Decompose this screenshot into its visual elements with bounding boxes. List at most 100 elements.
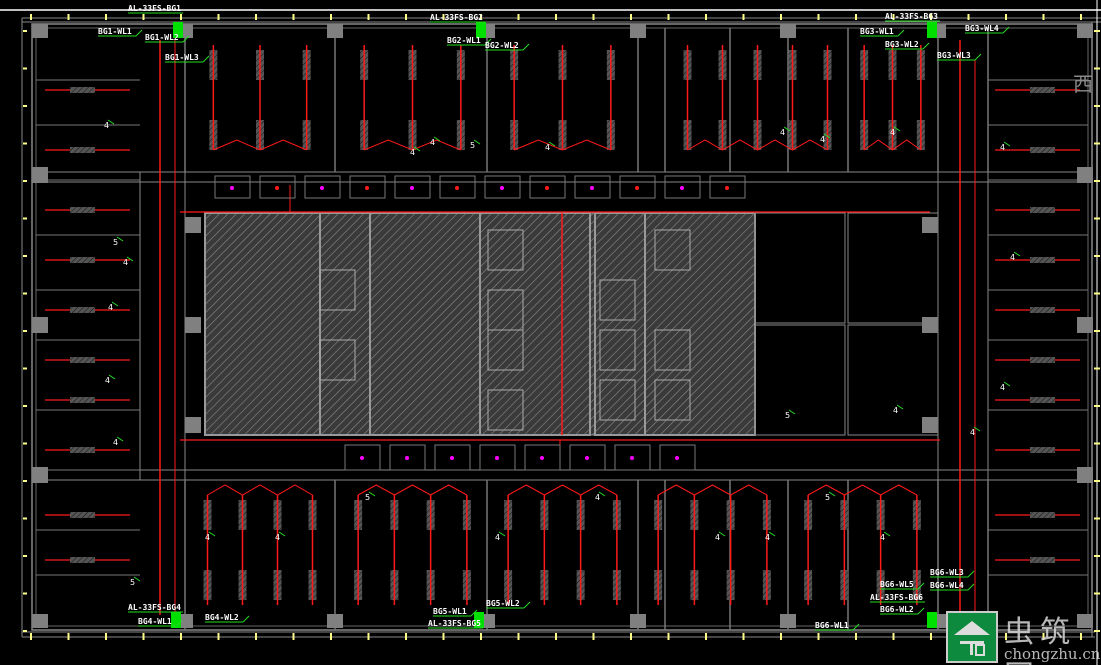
corridor-light	[709, 175, 746, 199]
axis-tick	[592, 14, 595, 20]
leader-tick	[111, 301, 119, 307]
column	[1077, 24, 1093, 38]
axis-tick	[630, 633, 632, 640]
axis-tick	[23, 517, 27, 520]
wire-count-label: 4	[108, 303, 113, 312]
axis-tick	[1094, 330, 1100, 332]
circuit-label: BG5-WL2	[486, 599, 520, 608]
leader-line	[917, 582, 925, 590]
light-point	[320, 186, 324, 190]
wire-count-label: 4	[205, 533, 210, 542]
light-fixture	[70, 397, 95, 403]
wire	[687, 139, 828, 151]
circuit-label: BG6-WL4	[930, 581, 964, 590]
wire-count-label: 4	[430, 138, 435, 147]
circuit-label: BG2-WL1	[447, 36, 481, 45]
leader-line	[967, 570, 975, 578]
wire-count-label: 4	[970, 428, 975, 437]
axis-tick	[330, 14, 332, 20]
leader-tick	[126, 256, 134, 262]
column	[922, 317, 938, 333]
leader-line	[135, 29, 143, 37]
axis-tick	[630, 14, 632, 20]
corridor-light	[214, 175, 251, 199]
wire-count-label: 5	[130, 578, 135, 587]
leader-tick	[413, 146, 421, 152]
light-point	[230, 186, 234, 190]
leader-tick	[433, 136, 441, 142]
leader-tick	[548, 141, 556, 147]
distribution-panel	[927, 612, 937, 628]
axis-tick	[1080, 633, 1082, 640]
corridor-light	[659, 444, 696, 471]
column	[922, 417, 938, 433]
axis-tick	[1094, 405, 1100, 407]
axis-tick	[217, 633, 220, 640]
leader-line	[484, 38, 492, 46]
light-point	[540, 456, 544, 460]
wire	[807, 484, 918, 496]
corridor-light	[619, 175, 656, 199]
axis-tick	[480, 14, 482, 20]
leader-tick	[828, 491, 836, 497]
axis-tick	[23, 330, 27, 332]
leader-tick	[788, 409, 796, 415]
wire-count-label: 4	[595, 493, 600, 502]
axis-tick	[255, 633, 257, 640]
wire-count-label: 4	[880, 533, 885, 542]
circuit-label: BG6-WL2	[880, 605, 914, 614]
leader-line	[242, 615, 250, 623]
wire-count-label: 4	[715, 533, 720, 542]
wire-count-label: 5	[825, 493, 830, 502]
axis-tick	[892, 14, 895, 20]
leader-tick	[498, 531, 506, 537]
leader-line	[974, 53, 982, 61]
corridor-light	[389, 444, 426, 471]
room	[847, 324, 939, 436]
axis-tick	[67, 14, 70, 20]
axis-tick	[23, 180, 27, 182]
wire-count-label: 5	[785, 411, 790, 420]
wire-count-label: 4	[765, 533, 770, 542]
column	[1077, 467, 1093, 483]
column	[780, 24, 796, 38]
circuit-label: BG1-WL1	[98, 27, 132, 36]
wire	[213, 139, 307, 151]
orientation-mark: 西	[1073, 72, 1093, 96]
core-room	[644, 212, 756, 436]
shaft	[319, 269, 356, 311]
light-point	[360, 456, 364, 460]
column	[185, 417, 201, 433]
light-point	[365, 186, 369, 190]
wire	[513, 139, 612, 151]
axis-tick	[23, 630, 27, 632]
wire-count-label: 4	[410, 148, 415, 157]
corridor-light	[574, 175, 611, 199]
shaft	[599, 279, 636, 321]
leader-tick	[823, 133, 831, 139]
axis-tick	[67, 633, 70, 640]
axis-tick	[405, 633, 407, 640]
column	[327, 614, 343, 628]
light-fixture	[1030, 557, 1055, 563]
wire-count-label: 4	[275, 533, 280, 542]
leader-tick	[973, 426, 981, 432]
light-fixture	[70, 557, 95, 563]
axis-tick	[817, 14, 820, 20]
axis-tick	[1005, 633, 1007, 640]
core-room	[479, 212, 591, 436]
leader-tick	[107, 119, 115, 125]
axis-tick	[855, 633, 857, 640]
leader-line	[182, 35, 190, 43]
light-fixture	[1030, 147, 1055, 153]
column	[1077, 167, 1093, 183]
axis-tick	[1094, 30, 1100, 32]
column	[32, 467, 48, 483]
light-fixture	[70, 307, 95, 313]
leader-tick	[278, 531, 286, 537]
axis-tick	[1094, 105, 1100, 107]
shaft	[654, 229, 691, 271]
axis-tick	[705, 14, 707, 20]
